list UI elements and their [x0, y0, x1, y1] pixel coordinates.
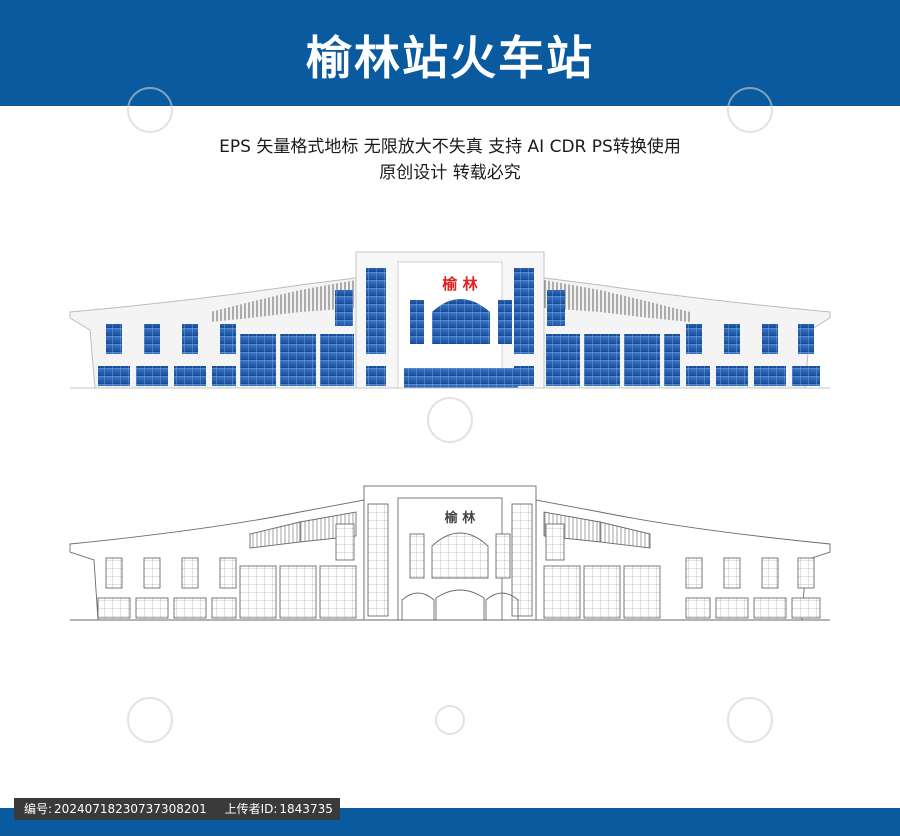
huitu-watermark-icon	[127, 87, 773, 743]
page-title: 榆林站火车站	[306, 31, 594, 85]
id-label: 编号:	[24, 802, 53, 816]
id-value: 20240718230737308201	[54, 802, 207, 816]
station-sign-line: 榆 林	[445, 510, 476, 526]
uploader-value: 1843735	[279, 802, 333, 816]
info-strip: 编号:20240718230737308201 上传者ID:1843735	[14, 798, 340, 820]
description-line-2: 原创设计 转载必究	[379, 163, 521, 183]
station-line-drawing: 榆 林	[69, 485, 831, 621]
description-line-1: EPS 矢量格式地标 无限放大不失真 支持 AI CDR PS转换使用	[219, 137, 681, 157]
station-color-drawing: 榆 林	[69, 251, 831, 389]
station-sign-color: 榆 林	[442, 275, 478, 293]
uploader-label: 上传者ID:	[224, 802, 278, 816]
